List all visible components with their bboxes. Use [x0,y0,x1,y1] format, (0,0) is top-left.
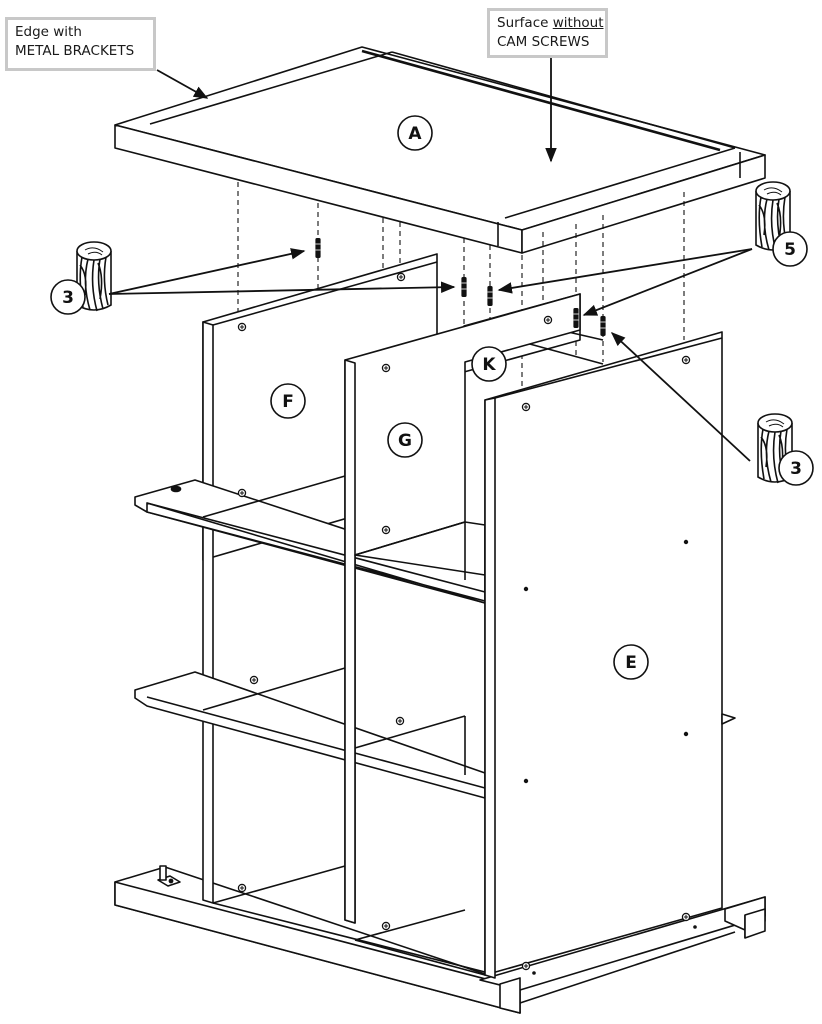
svg-text:A: A [408,124,422,144]
panel-letter-labels: A F G K E [271,116,648,679]
surface-cam-screws-callout: Surface without CAM SCREWS [487,8,608,58]
pointer-arrows [109,56,752,461]
qty-dowel-upper-right: 5 [773,232,807,266]
svg-text:F: F [282,392,294,412]
qty-dowel-left: 3 [51,280,85,314]
edge-brackets-callout: Edge with METAL BRACKETS [5,17,156,71]
label-a: A [398,116,432,150]
svg-text:K: K [482,355,496,375]
shelf-lower [135,668,485,798]
label-k: K [472,347,506,381]
callout-line: Edge with [15,24,82,40]
callout-line: METAL BRACKETS [15,43,135,59]
top-panel-a [115,47,765,253]
svg-text:G: G [398,431,412,451]
label-e: E [614,645,648,679]
metal-bracket [158,866,180,886]
callout-prefix: Surface [497,15,553,31]
svg-text:E: E [625,653,637,673]
qty-dowel-lower-right: 3 [779,451,813,485]
cabinet-interior-lines [213,866,485,975]
label-f: F [271,384,305,418]
callout-emphasis: without [552,15,604,31]
svg-text:5: 5 [784,240,796,260]
hardware-quantity-labels: 3 5 3 [51,232,813,485]
callout-line: CAM SCREWS [497,34,590,50]
shelf-upper [135,476,485,603]
pre-drilled-holes [523,539,697,975]
label-g: G [388,423,422,457]
svg-text:3: 3 [62,288,74,308]
side-panel-e [485,332,735,978]
svg-text:3: 3 [790,459,802,479]
